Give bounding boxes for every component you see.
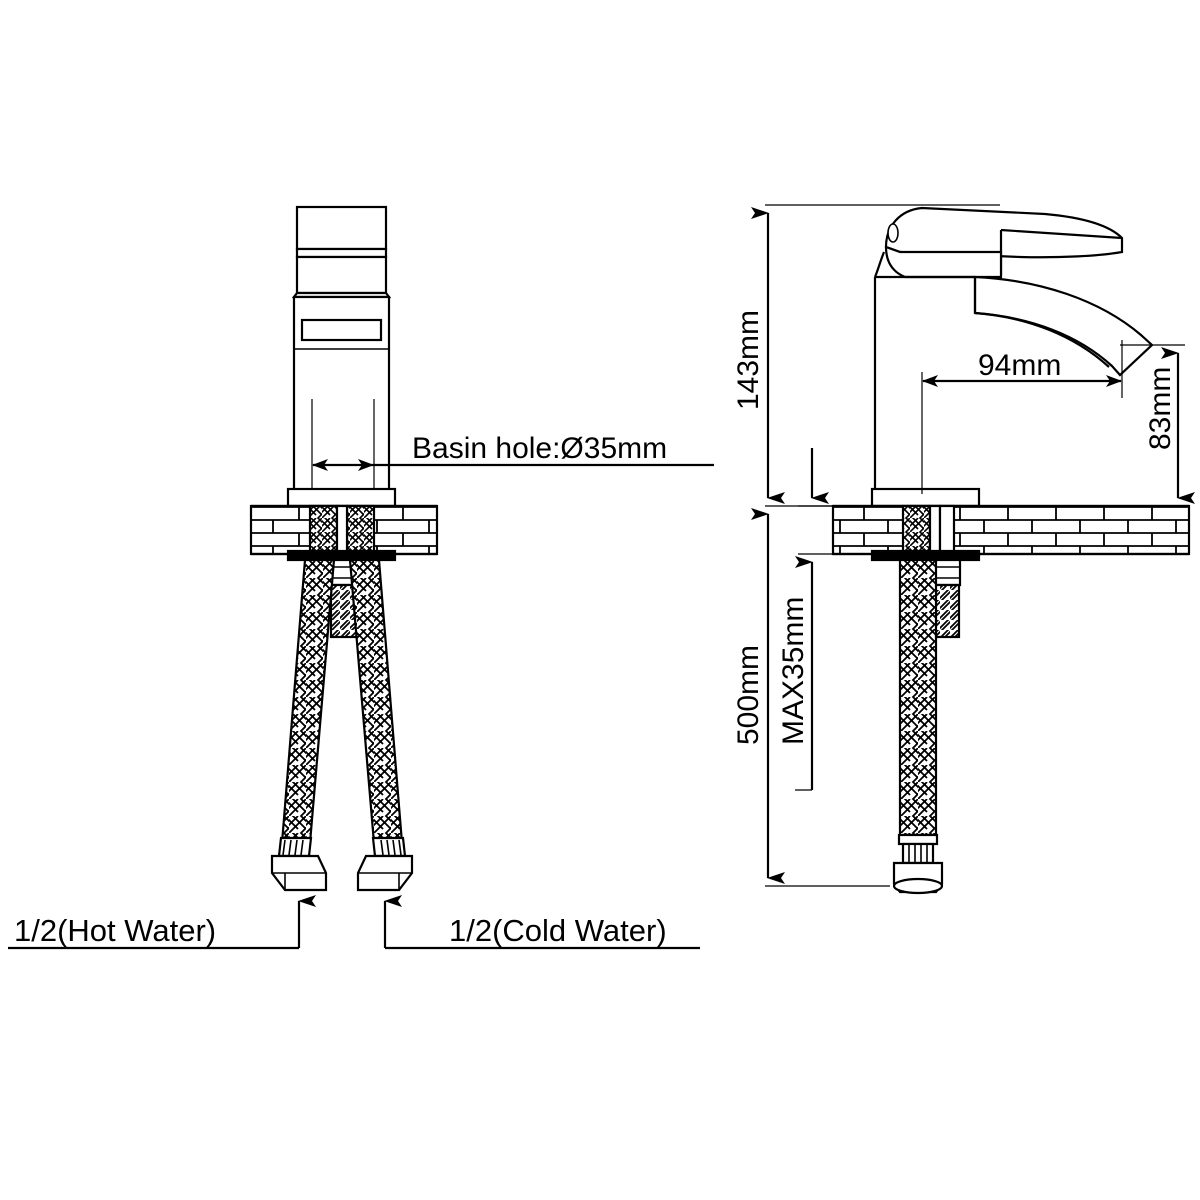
faucet-base-plate-side	[870, 487, 981, 508]
spout-outlet-grill	[300, 318, 383, 342]
faucet-shank-side	[901, 504, 956, 556]
dimension-83mm	[1120, 344, 1195, 507]
dimension-max35mm	[795, 448, 833, 791]
side-view-group: 143mm 500mm MAX35mm 94mm	[732, 204, 1195, 895]
faucet-shank-front	[308, 504, 376, 556]
callout-hot-water-leader	[8, 895, 316, 950]
faucet-base-plate-front	[286, 487, 397, 508]
hose-fitting-hot-front	[270, 836, 328, 892]
spout-inner-edge	[974, 311, 1110, 368]
counter-section-side	[831, 504, 1191, 556]
counter-max35mm-label: MAX35mm	[777, 597, 810, 745]
height-143mm-label: 143mm	[732, 310, 765, 410]
mounting-washer-side	[870, 549, 981, 562]
faucet-lever-handle-side	[873, 206, 1124, 279]
callout-cold-water-leader	[383, 895, 700, 950]
supply-hose-side	[898, 558, 938, 837]
basin-hole-label: Basin hole:Ø35mm	[412, 432, 667, 465]
hose-500mm-label: 500mm	[732, 645, 765, 745]
hot-water-label: 1/2(Hot Water)	[14, 913, 216, 948]
hose-fitting-cold-front	[356, 836, 414, 892]
dimension-500mm	[751, 508, 890, 887]
spout-reach-94mm-label: 94mm	[978, 349, 1061, 382]
spout-height-83mm-label: 83mm	[1144, 367, 1177, 450]
faucet-body-front	[292, 295, 391, 501]
mounting-washer-front	[286, 549, 397, 562]
cold-water-label: 1/2(Cold Water)	[449, 913, 667, 948]
hose-fitting-side	[892, 833, 944, 895]
faucet-handle-front	[295, 205, 388, 295]
faucet-body-side	[873, 275, 975, 494]
dimension-94mm	[921, 340, 1123, 494]
front-view-group: Basin hole:Ø35mm 1/2(Hot Water) 1/2(Cold…	[8, 205, 714, 950]
